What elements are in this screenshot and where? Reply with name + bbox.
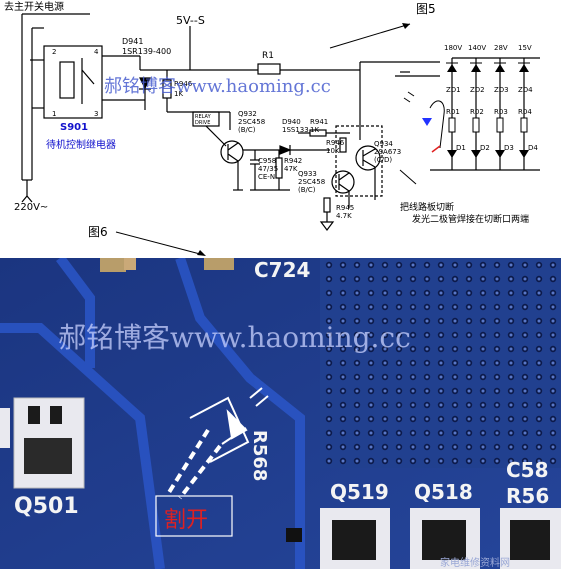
silk-r568: R568 bbox=[249, 430, 270, 482]
relay-label: S901 bbox=[60, 122, 89, 133]
diode-label-1: D1 bbox=[456, 144, 466, 152]
zener-voltage-2: 140V bbox=[468, 44, 487, 52]
d941-type: 1SR139-400 bbox=[122, 47, 172, 56]
r942-label: R942 bbox=[284, 157, 303, 165]
power-source-label: 去主开关电源 bbox=[4, 2, 64, 13]
zener-voltage-1: 180V bbox=[444, 44, 463, 52]
cut-line-icon bbox=[166, 428, 222, 500]
diode-label-3: D3 bbox=[504, 144, 514, 152]
q932-pins: (B/C) bbox=[238, 126, 256, 134]
resistor-label-2: R02 bbox=[470, 108, 484, 116]
pcb-board bbox=[0, 258, 561, 569]
q934-type: 2SA673 bbox=[374, 148, 402, 156]
q933-pins: (B/C) bbox=[298, 186, 316, 194]
r946-value: 1K bbox=[174, 90, 184, 98]
q933-label: Q933 bbox=[298, 170, 317, 178]
note-line-1: 把线路板切断 bbox=[400, 203, 455, 213]
relay-pin-3: 3 bbox=[94, 110, 99, 118]
r945-value: 4.7K bbox=[336, 212, 352, 220]
q934-pins: (C/D) bbox=[374, 156, 393, 164]
q932-label: Q932 bbox=[238, 110, 257, 118]
input-voltage-label: 220V~ bbox=[14, 202, 49, 213]
r946-label: R946 bbox=[174, 80, 193, 88]
q934-label: Q934 bbox=[374, 140, 393, 148]
note-line-2: 发光二极管焊接在切断口两端 bbox=[412, 215, 530, 225]
zener-voltage-3: 28V bbox=[494, 44, 508, 52]
pcb-photo-figure-6: C724 R568 Q501 Q519 Q518 C58 R56 郝铭博客www… bbox=[0, 258, 561, 569]
d940-type: 1SS133 bbox=[282, 126, 309, 134]
relay-description: 待机控制继电器 bbox=[46, 140, 116, 151]
q933-type: 2SC458 bbox=[298, 178, 326, 186]
zener-label-1: ZD1 bbox=[446, 86, 461, 94]
relay-pin-2: 2 bbox=[52, 48, 57, 56]
silk-q519: Q519 bbox=[330, 480, 389, 504]
resistor-label-3: R03 bbox=[494, 108, 508, 116]
r941-label: R941 bbox=[310, 118, 329, 126]
q932-type: 2SC458 bbox=[238, 118, 266, 126]
led-symbol-icon bbox=[422, 118, 432, 126]
d941-label: D941 bbox=[122, 37, 144, 46]
silk-c58: C58 bbox=[506, 458, 549, 482]
watermark-fig5: 郝铭博客www.haoming.cc bbox=[104, 76, 331, 97]
c958-value: 47/35 bbox=[258, 165, 279, 173]
silk-q501: Q501 bbox=[14, 494, 79, 519]
relay-pin-1: 1 bbox=[52, 110, 57, 118]
resistor-label-4: R04 bbox=[518, 108, 532, 116]
r941-value: 1K bbox=[310, 126, 320, 134]
corner-logo: 家电维修资料网 bbox=[440, 558, 510, 569]
r946b-value: 10K bbox=[326, 147, 340, 155]
schematic-wiring bbox=[21, 13, 540, 231]
cut-label: 割开 bbox=[164, 508, 209, 533]
r1-label: R1 bbox=[262, 51, 274, 61]
relay-drive-label-2: DRIVE bbox=[195, 120, 211, 126]
c958-type: CE-N bbox=[258, 173, 276, 181]
figure-5-label: 图5 bbox=[416, 2, 436, 16]
schematic-figure-5: 去主开关电源 图5 220V~ S901 待机控制继电器 5V--S D941 … bbox=[0, 0, 561, 248]
silk-r56: R56 bbox=[506, 484, 550, 508]
figure-6-label: 图6 bbox=[88, 225, 108, 239]
diode-label-2: D2 bbox=[480, 144, 490, 152]
led-drawing-icon bbox=[189, 387, 269, 463]
r946b-label: R946 bbox=[326, 139, 345, 147]
watermark-fig6: 郝铭博客www.haoming.cc bbox=[58, 321, 411, 354]
diode-label-4: D4 bbox=[528, 144, 538, 152]
zener-label-3: ZD3 bbox=[494, 86, 509, 94]
resistor-label-1: R01 bbox=[446, 108, 460, 116]
r945-label: R945 bbox=[336, 204, 355, 212]
r942-value: 47K bbox=[284, 165, 298, 173]
d940-label: D940 bbox=[282, 118, 301, 126]
relay-pin-4: 4 bbox=[94, 48, 99, 56]
zener-label-2: ZD2 bbox=[470, 86, 485, 94]
rail-voltage-label: 5V--S bbox=[176, 14, 205, 27]
c958-label: C958 bbox=[258, 157, 277, 165]
relay-drive-label-1: RELAY bbox=[195, 114, 211, 120]
figure-6-pointer bbox=[115, 231, 206, 256]
cut-mark-icon bbox=[431, 145, 441, 153]
silk-q518: Q518 bbox=[414, 480, 473, 504]
zener-voltage-4: 15V bbox=[518, 44, 532, 52]
silk-c724: C724 bbox=[254, 258, 311, 282]
zener-label-4: ZD4 bbox=[518, 86, 533, 94]
